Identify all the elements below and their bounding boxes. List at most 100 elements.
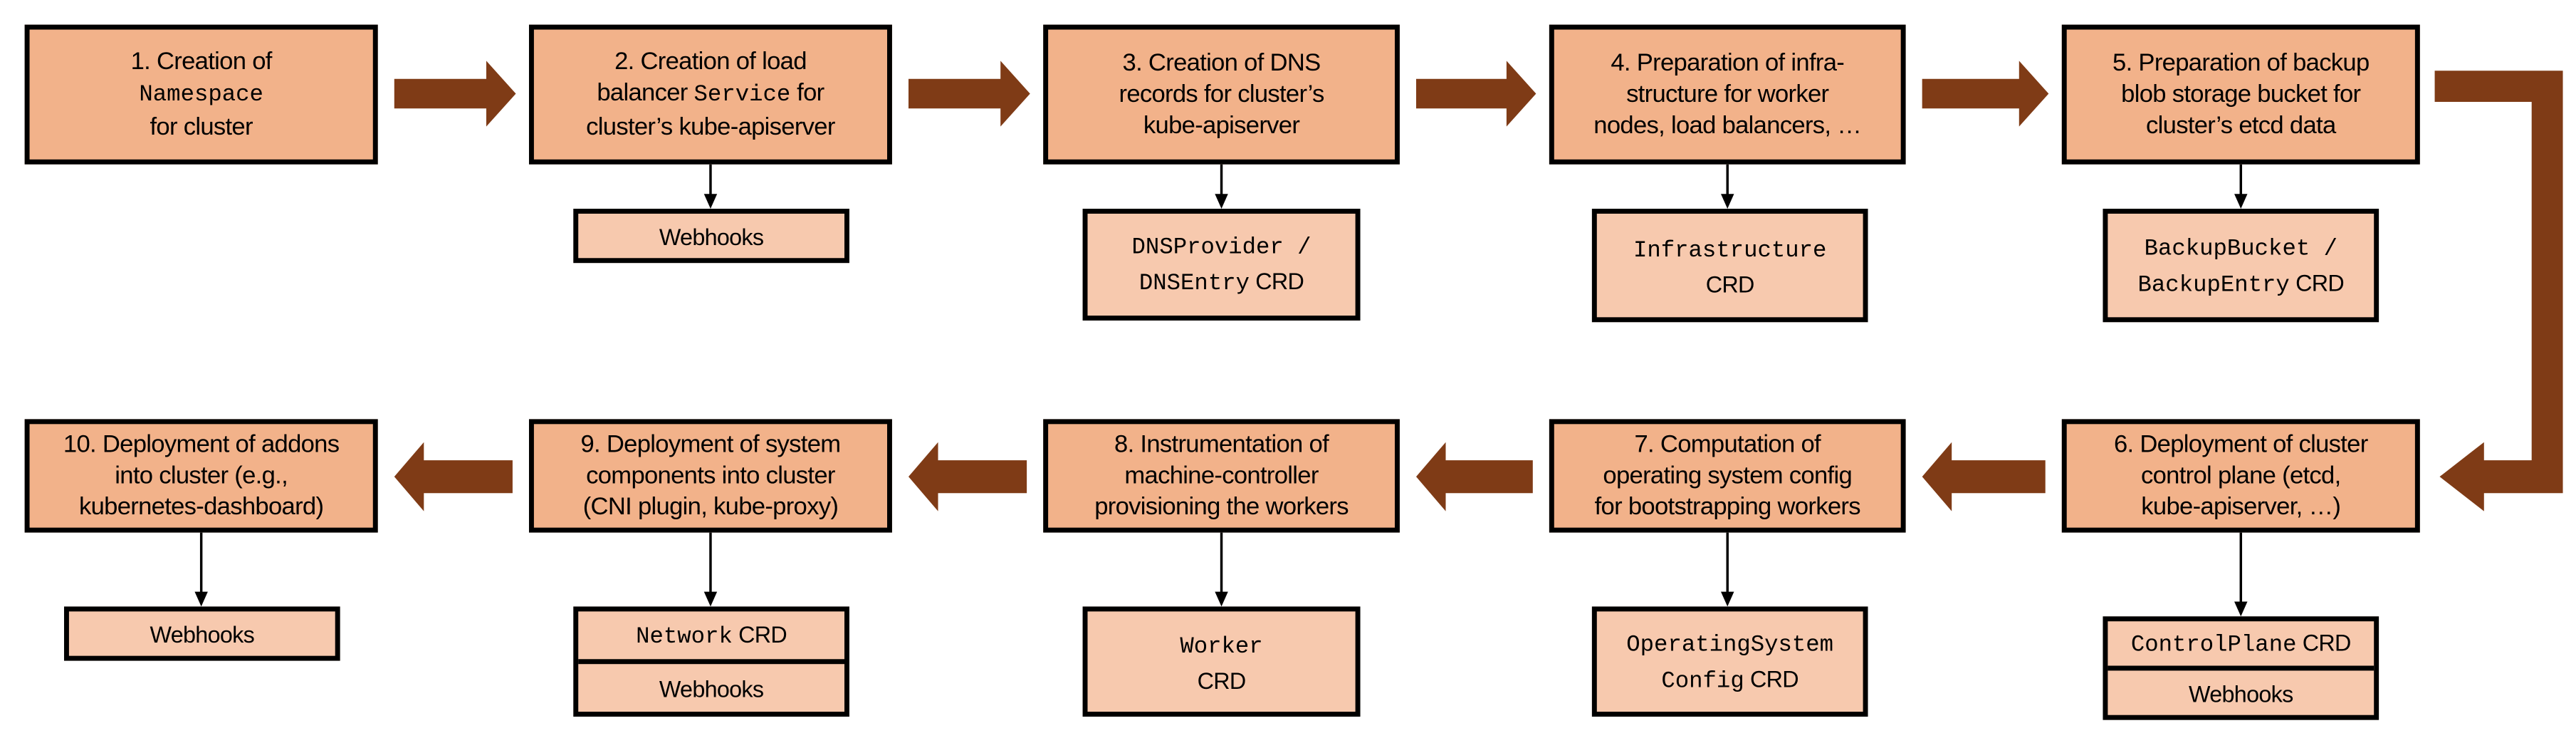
flow-arrow-left [394, 442, 513, 511]
arrowhead-icon [703, 591, 718, 607]
text-segment: into cluster (e.g., [115, 462, 288, 490]
code-term: BackupEntry [2137, 271, 2290, 298]
text-line: provisioning the workers [1094, 492, 1349, 523]
text-segment: cluster’s kube-apiserver [586, 113, 835, 142]
text-line: BackupEntry CRD [2137, 266, 2345, 302]
step-10-extension-box: Webhooks [63, 606, 340, 661]
code-term: DNSProvider / [1131, 234, 1311, 261]
text-segment: 10. Deployment of addons [63, 430, 340, 459]
text-segment: 2. Creation of load [614, 47, 807, 76]
arrowhead-icon [703, 194, 718, 209]
text-segment: 8. Instrumentation of [1114, 430, 1329, 459]
text-line: 9. Deployment of system [580, 429, 841, 460]
text-segment: for bootstrapping workers [1594, 493, 1861, 521]
text-segment: Webhooks [659, 222, 764, 249]
step-1-box: 1. Creation of Namespace for cluster [24, 24, 378, 165]
text-segment: 5. Preparation of backup [2112, 49, 2370, 78]
arrowhead-icon [1215, 591, 1228, 607]
text-segment: for [790, 78, 824, 107]
text-segment: 3. Creation of DNS [1122, 49, 1321, 78]
text-segment: blob storage bucket for [2121, 80, 2361, 109]
text-line: 6. Deployment of cluster [2114, 429, 2368, 460]
text-segment: CRD [2289, 269, 2345, 296]
arrowhead-icon [1721, 591, 1734, 607]
text-line: 8. Instrumentation of [1114, 429, 1329, 460]
text-segment: Webhooks [150, 620, 255, 647]
step-10-box: 10. Deployment of addons into cluster (e.… [24, 419, 378, 533]
text-line: Network CRD [636, 617, 787, 653]
text-line: operating system config [1603, 460, 1852, 492]
step-4-box: 4. Preparation of infra-structure for wo… [1549, 24, 1906, 165]
code-term: OperatingSystem [1626, 632, 1834, 659]
text-segment: CRD [1197, 666, 1247, 693]
text-segment: CRD [732, 620, 787, 647]
text-segment: operating system config [1603, 462, 1853, 490]
text-line: Worker [1180, 627, 1262, 663]
text-segment: structure for worker [1626, 80, 1829, 109]
flow-arrow-left [1415, 442, 1533, 511]
flow-arrow-right [908, 61, 1030, 127]
text-segment: machine-controller [1124, 462, 1319, 490]
text-segment: CRD [1705, 270, 1755, 297]
text-line: structure for worker [1626, 79, 1829, 110]
text-segment: CRD [1744, 665, 1799, 692]
extension-cell: BackupBucket / BackupEntry CRD [2108, 214, 2374, 317]
flow-arrow-right [394, 61, 516, 127]
text-segment: kube-apiserver [1143, 111, 1300, 140]
extension-cell: Webhooks [2108, 665, 2375, 715]
code-term: ControlPlane [2130, 632, 2297, 659]
text-line: CRD [1705, 267, 1755, 300]
step-5-extension-box: BackupBucket / BackupEntry CRD [2103, 209, 2379, 323]
text-segment: for cluster [150, 113, 253, 142]
text-segment: records for cluster’s [1119, 80, 1324, 109]
text-segment: balancer [597, 78, 694, 107]
text-line: 2. Creation of load [614, 46, 807, 78]
text-segment: 7. Computation of [1634, 430, 1821, 459]
extension-cell: Network CRD [578, 611, 844, 659]
text-line: kube-apiserver, …) [2141, 492, 2341, 523]
code-term: Infrastructure [1633, 237, 1827, 264]
text-segment: CRD [1249, 268, 1304, 295]
text-line: 10. Deployment of addons [63, 429, 340, 460]
text-line: 4. Preparation of infra- [1611, 48, 1844, 79]
code-term: Namespace [139, 82, 263, 109]
step-7-box: 7. Computation of operating system config… [1549, 419, 1906, 533]
text-line: BackupBucket / [2145, 229, 2337, 266]
step-2-extension-box: Webhooks [573, 209, 849, 264]
flow-arrow-left [1922, 442, 2046, 511]
text-segment: cluster’s etcd data [2146, 111, 2336, 140]
code-term: Network [636, 623, 733, 650]
step-3-extension-box: DNSProvider /DNSEntry CRD [1082, 209, 1361, 321]
text-line: Config CRD [1661, 662, 1799, 698]
text-segment: kubernetes-dashboard) [78, 493, 324, 521]
text-line: 5. Preparation of backup [2112, 48, 2370, 79]
text-line: DNSProvider / [1132, 229, 1311, 265]
text-line: control plane (etcd, [2141, 460, 2341, 492]
text-line: (CNI plugin, kube-proxy) [583, 492, 839, 523]
arrowhead-icon [1215, 194, 1228, 209]
code-term: BackupBucket / [2144, 236, 2337, 263]
text-line: for bootstrapping workers [1594, 492, 1861, 523]
extension-cell: ControlPlane CRD [2108, 621, 2374, 665]
text-line: machine-controller [1124, 460, 1319, 492]
arrowhead-icon [2234, 601, 2248, 617]
text-line: 1. Creation of [130, 46, 273, 78]
text-segment: 1. Creation of [130, 47, 273, 76]
text-line: kubernetes-dashboard) [78, 492, 324, 523]
text-segment: Webhooks [659, 675, 764, 702]
text-line: Namespace [139, 77, 263, 111]
text-line: Webhooks [659, 219, 764, 252]
text-line: cluster’s etcd data [2146, 110, 2336, 142]
text-line: components into cluster [586, 460, 835, 492]
extension-cell: DNSProvider /DNSEntry CRD [1087, 214, 1355, 316]
step-9-extension-box: Network CRD Webhooks [573, 606, 849, 717]
text-line: Infrastructure [1633, 231, 1826, 267]
